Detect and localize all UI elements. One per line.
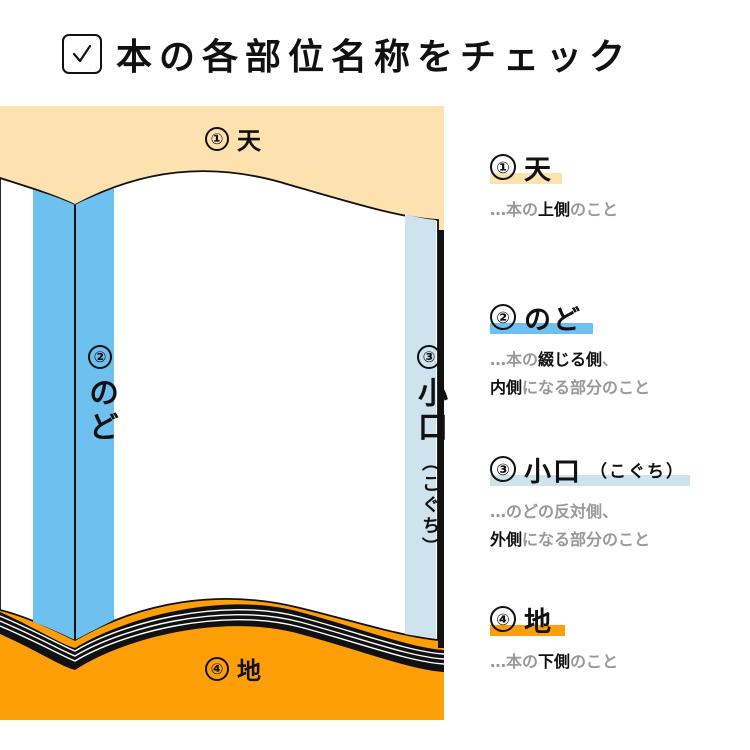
page-title: 本の各部位名称をチェック (116, 37, 633, 78)
legend-description: …のどの反対側、外側になる部分のこと (490, 498, 685, 554)
koguchi-label-text: 小口 (412, 377, 447, 445)
nodo-region (33, 188, 114, 640)
legend-description: …本の上側のこと (490, 196, 618, 224)
legend-term: 天 (524, 154, 553, 186)
legend-item-nodo: ② のど …本の綴じる側、内側になる部分のこと (490, 300, 650, 402)
highlight-bar (490, 173, 562, 184)
legend-term-reading: （こぐち） (590, 461, 685, 482)
legend-term: 小口 (524, 456, 582, 488)
description-line: …本の上側のこと (490, 196, 618, 224)
emphasis-text: 内側 (490, 378, 523, 397)
description-text: のこと (570, 200, 619, 219)
number-badge: ② (490, 304, 516, 330)
chi-label: ④ 地 (205, 651, 261, 686)
emphasis-text: 下側 (538, 652, 571, 671)
legend-item-koguchi: ③ 小口 （こぐち） …のどの反対側、外側になる部分のこと (490, 452, 690, 554)
legend-item-ten: ① 天 …本の上側のこと (490, 150, 618, 224)
emphasis-text: 上側 (538, 200, 571, 219)
highlight-bar (490, 625, 565, 636)
number-badge: ① (490, 154, 516, 180)
ten-label-text: 天 (237, 127, 261, 155)
description-text: になる部分のこと (522, 530, 651, 549)
legend-description: …本の綴じる側、内側になる部分のこと (490, 346, 650, 402)
description-text: …本の (490, 350, 539, 369)
page-edges-right (438, 230, 444, 648)
description-text: …本の (490, 200, 539, 219)
description-text: 、 (602, 350, 619, 369)
description-text: のこと (570, 652, 619, 671)
number-badge: ① (205, 126, 229, 151)
ten-label: ① 天 (205, 121, 261, 156)
description-line: 内側になる部分のこと (490, 374, 650, 402)
legend-term: のど (524, 304, 582, 336)
koguchi-label: ③ 小口 （こぐち） (407, 345, 451, 558)
legend-term: 地 (524, 606, 553, 638)
koguchi-region (405, 214, 436, 638)
number-badge: ② (88, 345, 112, 369)
highlight-bar (490, 323, 593, 334)
number-badge: ④ (490, 606, 516, 632)
check-icon (62, 34, 102, 74)
nodo-label: ② のど (78, 345, 122, 445)
header: 本の各部位名称をチェック (62, 30, 632, 78)
number-badge: ③ (417, 345, 441, 369)
description-line: 外側になる部分のこと (490, 526, 685, 554)
chi-label-text: 地 (237, 657, 261, 685)
highlight-bar (490, 475, 690, 486)
legend-description: …本の下側のこと (490, 648, 618, 676)
description-line: …本の綴じる側、 (490, 346, 650, 374)
description-text: …本の (490, 652, 539, 671)
koguchi-reading: （こぐち） (419, 453, 440, 558)
legend-item-chi: ④ 地 …本の下側のこと (490, 602, 618, 676)
emphasis-text: 綴じる側 (538, 350, 603, 369)
number-badge: ③ (490, 456, 516, 482)
number-badge: ④ (205, 656, 229, 681)
description-line: …のどの反対側、 (490, 498, 685, 526)
description-line: …本の下側のこと (490, 648, 618, 676)
emphasis-text: 外側 (490, 530, 523, 549)
description-text: になる部分のこと (522, 378, 651, 397)
description-text: …のどの反対側、 (490, 502, 619, 521)
nodo-label-text: のど (83, 377, 118, 445)
